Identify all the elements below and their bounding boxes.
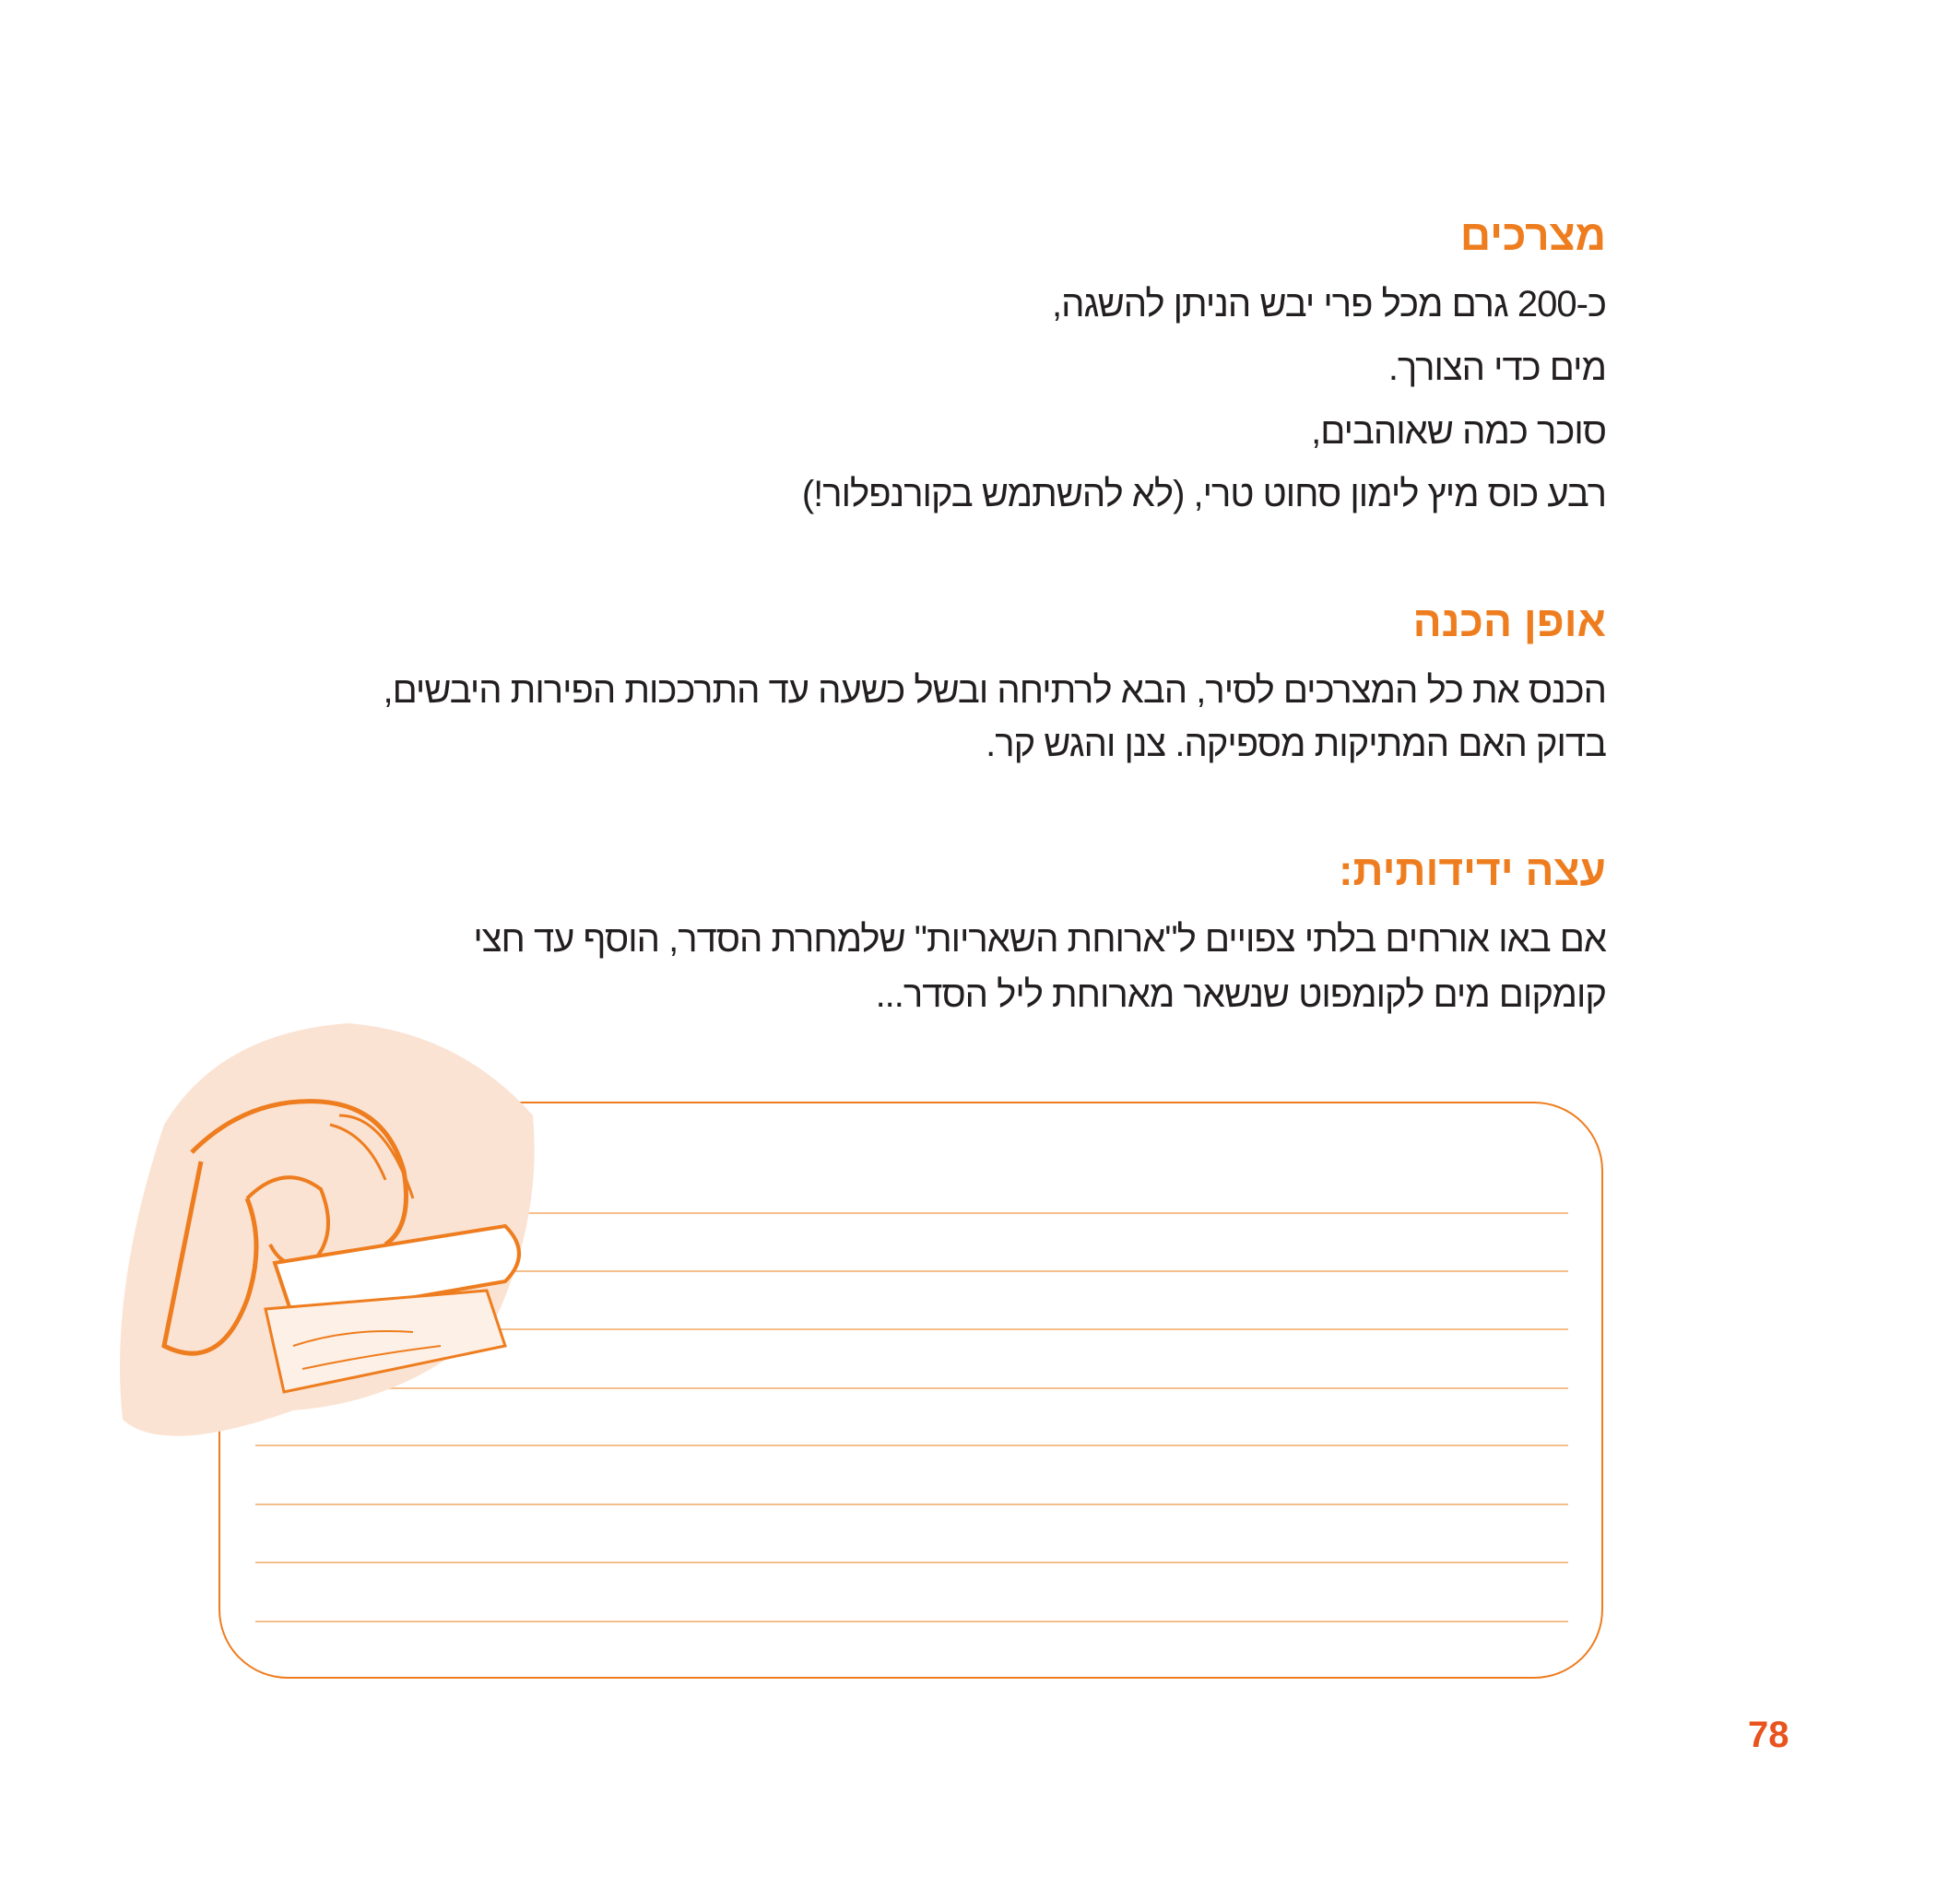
ingredient-item: סוכר כמה שאוהבים, [1311, 411, 1607, 452]
notes-line [255, 1504, 1568, 1505]
notes-line [255, 1562, 1568, 1563]
notes-line [255, 1328, 1568, 1330]
tip-text: אם באו אורחים בלתי צפויים ל"ארוחת השאריו… [473, 919, 1607, 960]
woman-sketch-illustration [120, 1023, 535, 1436]
notes-line [255, 1270, 1568, 1272]
preparation-heading: אופן הכנה [1412, 597, 1606, 645]
ingredient-item: רבע כוס מיץ לימון סחוט טרי, (לא להשתמש ב… [801, 474, 1607, 514]
ingredient-item: כ-200 גרם מכל פרי יבש הניתן להשגה, [1052, 284, 1607, 324]
preparation-text: בדוק האם המתיקות מספיקה. צנן והגש קר. [986, 724, 1607, 764]
notes-line [255, 1621, 1568, 1622]
tip-text: קומקום מים לקומפוט שנשאר מארוחת ליל הסדר… [875, 974, 1607, 1015]
notes-line [255, 1212, 1568, 1214]
ingredient-item: מים כדי הצורך. [1387, 348, 1607, 388]
tip-heading: עצה ידידותית: [1339, 846, 1606, 894]
notes-line [255, 1387, 1568, 1389]
page-number: 78 [1748, 1715, 1789, 1755]
preparation-text: הכנס את כל המצרכים לסיר, הבא לרתיחה ובשל… [383, 670, 1607, 711]
ingredients-heading: מצרכים [1459, 211, 1606, 259]
notes-line [255, 1445, 1568, 1446]
